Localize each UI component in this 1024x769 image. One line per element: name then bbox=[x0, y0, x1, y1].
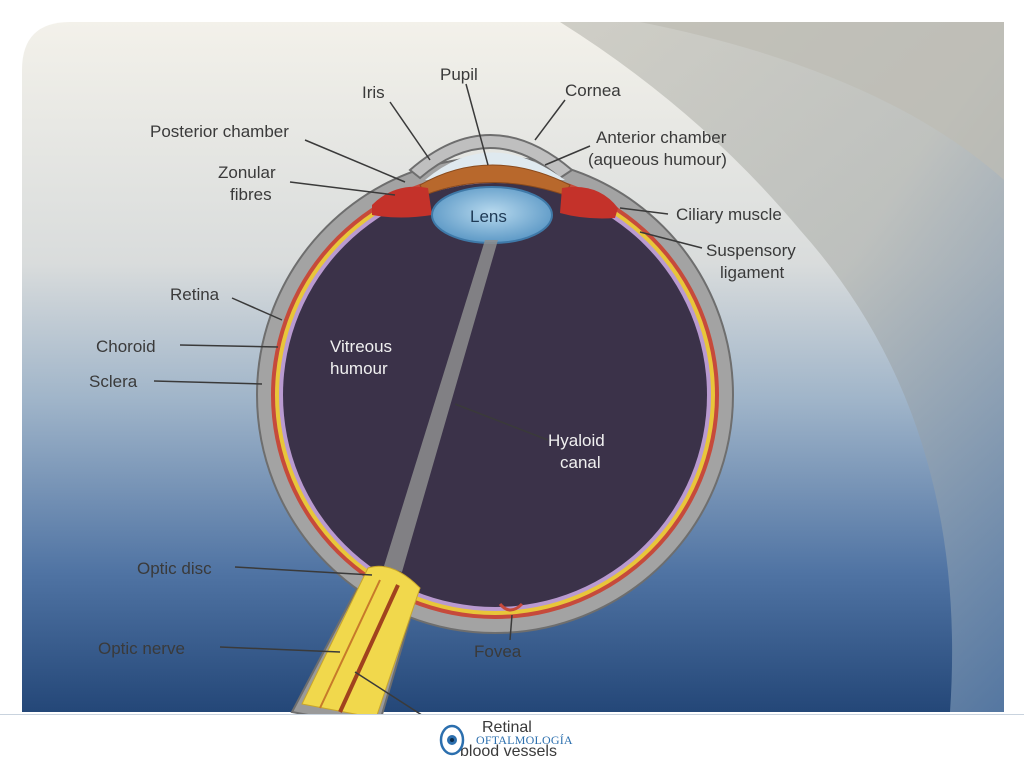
labels: Pupil Iris Cornea Posterior chamber Ante… bbox=[89, 65, 796, 661]
eyeball bbox=[256, 134, 734, 730]
label-optic-disc: Optic disc bbox=[137, 559, 212, 578]
vitreous-body bbox=[283, 183, 707, 607]
label-suspensory-1: Suspensory bbox=[706, 241, 796, 260]
optic-nerve-vessel bbox=[338, 584, 400, 713]
label-choroid: Choroid bbox=[96, 337, 156, 356]
label-lens: Lens bbox=[470, 207, 507, 226]
label-zonular-2: fibres bbox=[230, 185, 272, 204]
label-suspensory-2: ligament bbox=[720, 263, 785, 282]
label-iris: Iris bbox=[362, 83, 385, 102]
label-hyaloid-1: Hyaloid bbox=[548, 431, 605, 450]
label-vitreous-2: humour bbox=[330, 359, 388, 378]
cornea bbox=[408, 134, 574, 180]
logo-text: OFTALMOLOGÍA bbox=[476, 733, 573, 747]
label-retinal-vessels-1: Retinal bbox=[482, 719, 532, 736]
label-hyaloid-2: canal bbox=[560, 453, 601, 472]
label-fovea: Fovea bbox=[474, 642, 522, 661]
label-vitreous-1: Vitreous bbox=[330, 337, 392, 356]
inner-labels: Lens Vitreous humour Hyaloid canal bbox=[330, 207, 605, 472]
footer-logo: Retinal blood vessels bbox=[439, 719, 557, 760]
label-anterior-chamber-2: (aqueous humour) bbox=[588, 150, 727, 169]
label-pupil: Pupil bbox=[440, 65, 478, 84]
label-cornea: Cornea bbox=[565, 81, 621, 100]
label-optic-nerve: Optic nerve bbox=[98, 639, 185, 658]
footer-bar bbox=[0, 714, 1024, 769]
background-swoosh bbox=[560, 22, 1004, 712]
hyaloid-canal-shape bbox=[384, 240, 498, 572]
label-ciliary-muscle: Ciliary muscle bbox=[676, 205, 782, 224]
label-anterior-chamber-1: Anterior chamber bbox=[596, 128, 727, 147]
label-retinal-vessels-2: blood vessels bbox=[460, 743, 557, 760]
label-retina: Retina bbox=[170, 285, 220, 304]
label-zonular-1: Zonular bbox=[218, 163, 276, 182]
eye-logo-icon bbox=[439, 724, 465, 756]
optic-nerve-vessel-2 bbox=[319, 579, 381, 709]
label-posterior-chamber: Posterior chamber bbox=[150, 122, 289, 141]
ciliary-right bbox=[560, 186, 618, 219]
fovea-notch bbox=[498, 602, 524, 612]
background-swoosh-inner bbox=[640, 22, 1004, 180]
label-sclera: Sclera bbox=[89, 372, 138, 391]
